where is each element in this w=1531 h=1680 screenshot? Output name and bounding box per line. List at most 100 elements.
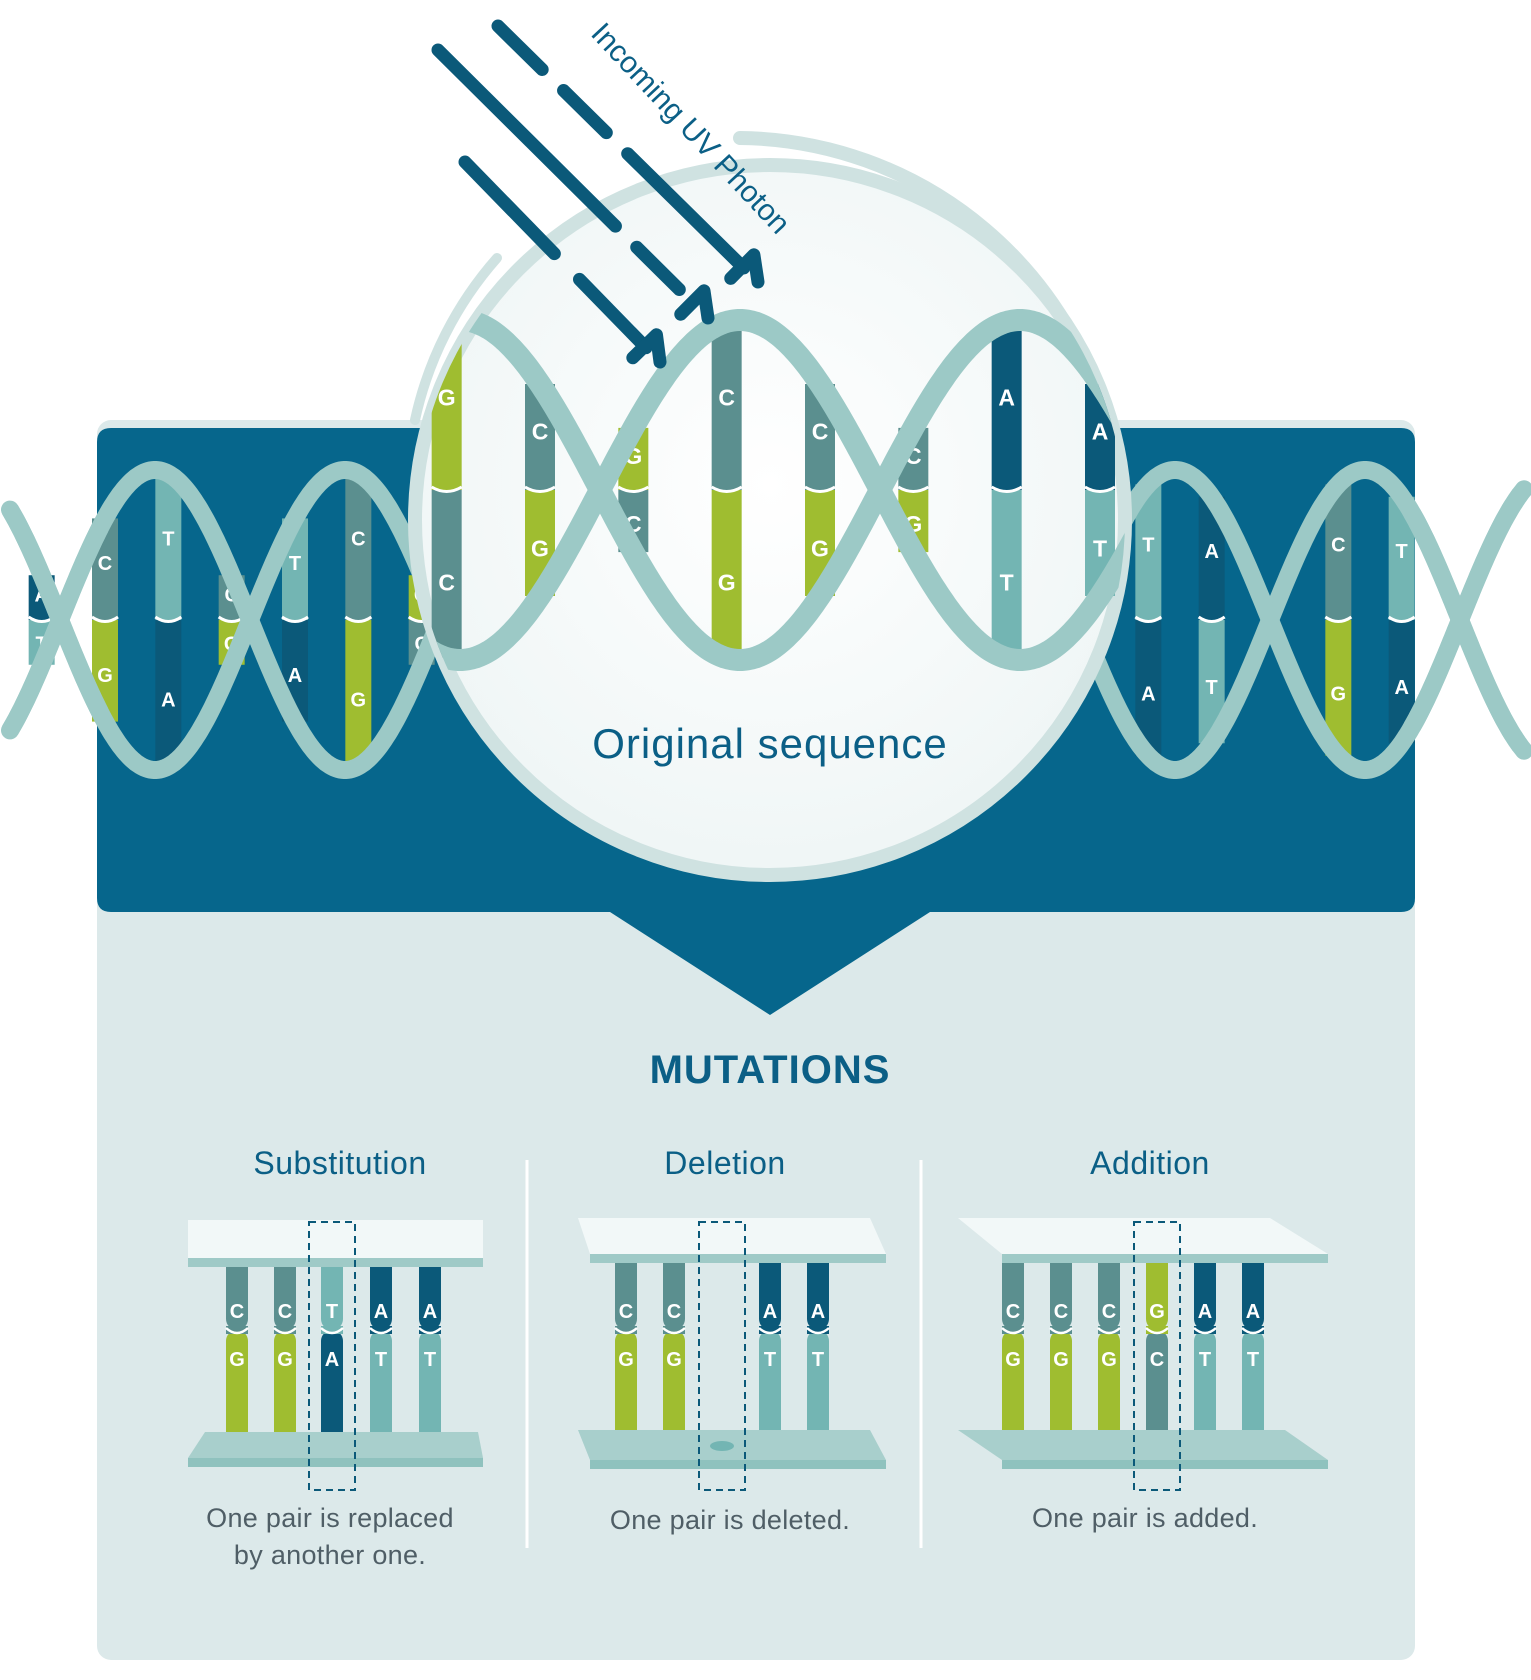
- panel-base-joint: [1049, 1327, 1073, 1335]
- panel-base-joint: [1001, 1327, 1025, 1335]
- base-joint: [524, 485, 556, 493]
- addition-bottom-slab: [958, 1430, 1328, 1460]
- photon-arrowhead: [626, 328, 667, 369]
- base-segment: [711, 321, 742, 490]
- panel-base-bottom: [1242, 1330, 1264, 1448]
- substitution-top-slab: [188, 1220, 483, 1258]
- panel-base-letter: T: [375, 1349, 387, 1371]
- panel-base-letter: A: [374, 1301, 388, 1323]
- base-letter: G: [1331, 684, 1347, 706]
- panel-base-joint-fill: [226, 1326, 248, 1334]
- panel-base-top: [615, 1250, 637, 1330]
- panel-base-letter: C: [667, 1301, 681, 1323]
- panel-base-bottom: [226, 1330, 248, 1448]
- base-letter: C: [98, 553, 112, 575]
- highlight-box: [308, 1221, 356, 1491]
- panel-base-joint-fill: [1002, 1326, 1024, 1334]
- caption-substitution: One pair is replaced by another one.: [150, 1500, 510, 1574]
- panel-base-top: [1146, 1250, 1168, 1330]
- base-letter: A: [1141, 684, 1155, 706]
- panel-base-top: [321, 1250, 343, 1330]
- panel-base-joint-fill: [321, 1326, 343, 1334]
- deletion-top-slab: [578, 1218, 886, 1254]
- base-letter: A: [288, 665, 302, 687]
- panel-base-top: [274, 1250, 296, 1330]
- panel-base-letter: G: [666, 1349, 682, 1371]
- panel-base-bottom: [1050, 1330, 1072, 1448]
- panel-base-letter: G: [1005, 1349, 1021, 1371]
- panel-base-letter: G: [618, 1349, 634, 1371]
- panel-base-bottom: [419, 1330, 441, 1448]
- original-sequence-label: Original sequence: [592, 720, 948, 767]
- panel-base-top: [663, 1250, 685, 1330]
- panel-base-letter: C: [230, 1301, 244, 1323]
- panel-base-top: [370, 1250, 392, 1330]
- base-letter: T: [1000, 569, 1014, 595]
- base-letter: T: [1142, 534, 1154, 556]
- panel-base-bottom: [321, 1330, 343, 1448]
- base-joint: [1134, 615, 1163, 623]
- deleted-pair-socket: [710, 1441, 734, 1451]
- panel-base-letter: G: [277, 1349, 293, 1371]
- substitution-bottom-slab: [188, 1432, 483, 1458]
- panel-base-bottom: [370, 1330, 392, 1448]
- panel-base-bottom: [1002, 1330, 1024, 1448]
- panel-base-letter: T: [764, 1349, 776, 1371]
- lens-highlight-arc-left: [410, 253, 502, 425]
- panel-base-letter: G: [1101, 1349, 1117, 1371]
- caption-substitution-line-1: One pair is replaced: [206, 1503, 454, 1533]
- addition-bottom-slab-edge: [1002, 1460, 1328, 1469]
- panel-base-letter: C: [278, 1301, 292, 1323]
- helix-strand: [1404, 489, 1528, 732]
- panel-base-letter: A: [1198, 1301, 1212, 1323]
- panel-base-joint-fill: [274, 1326, 296, 1334]
- base-letter: T: [1206, 677, 1218, 699]
- panel-base-top: [1242, 1250, 1264, 1330]
- panel-base-bottom: [615, 1330, 637, 1448]
- helix-strand: [1404, 508, 1528, 751]
- panel-base-joint: [1145, 1327, 1169, 1335]
- panel-base-bottom: [1146, 1330, 1168, 1448]
- caption-deletion: One pair is deleted.: [609, 1505, 851, 1535]
- base-letter: A: [161, 690, 175, 712]
- panel-base-letter: C: [1054, 1301, 1068, 1323]
- base-joint: [344, 615, 373, 623]
- panel-base-letter: A: [1246, 1301, 1260, 1323]
- base-segment: [991, 321, 1022, 490]
- base-letter: G: [97, 665, 113, 687]
- panel-base-bottom: [274, 1330, 296, 1448]
- panel-base-letter: A: [763, 1301, 777, 1323]
- panel-base-letter: T: [1247, 1349, 1259, 1371]
- helix-overflow: [2, 489, 1528, 751]
- panel-base-joint-fill: [807, 1326, 829, 1334]
- base-letter: G: [438, 385, 456, 411]
- base-joint: [154, 615, 183, 623]
- base-letter: C: [438, 569, 455, 595]
- base-letter: C: [351, 528, 365, 550]
- photon-ray: [431, 43, 701, 311]
- base-letter: A: [1204, 541, 1218, 563]
- panel-base-joint: [662, 1327, 686, 1335]
- helix-strand: [415, 309, 1125, 671]
- base-letter: T: [289, 553, 301, 575]
- lens: [408, 158, 1132, 882]
- base-joint: [1084, 485, 1116, 493]
- photon-ray: [491, 19, 751, 275]
- base-joint: [1324, 615, 1353, 623]
- panel-base-letter: G: [1149, 1301, 1165, 1323]
- panel-title-deletion: Deletion: [664, 1145, 786, 1181]
- panel-base-joint-fill: [663, 1326, 685, 1334]
- panel-base-letter: T: [424, 1349, 436, 1371]
- base-letter: C: [532, 419, 549, 445]
- base-letter: G: [531, 535, 549, 561]
- panel-base-joint-fill: [1146, 1326, 1168, 1334]
- panel-base-top: [226, 1250, 248, 1330]
- base-segment: [155, 473, 182, 620]
- panel-base-joint: [758, 1327, 782, 1335]
- base-segment: [991, 490, 1022, 659]
- panel-base-bottom: [1098, 1330, 1120, 1448]
- base-letter: T: [1396, 541, 1408, 563]
- panel-base-joint-fill: [1050, 1326, 1072, 1334]
